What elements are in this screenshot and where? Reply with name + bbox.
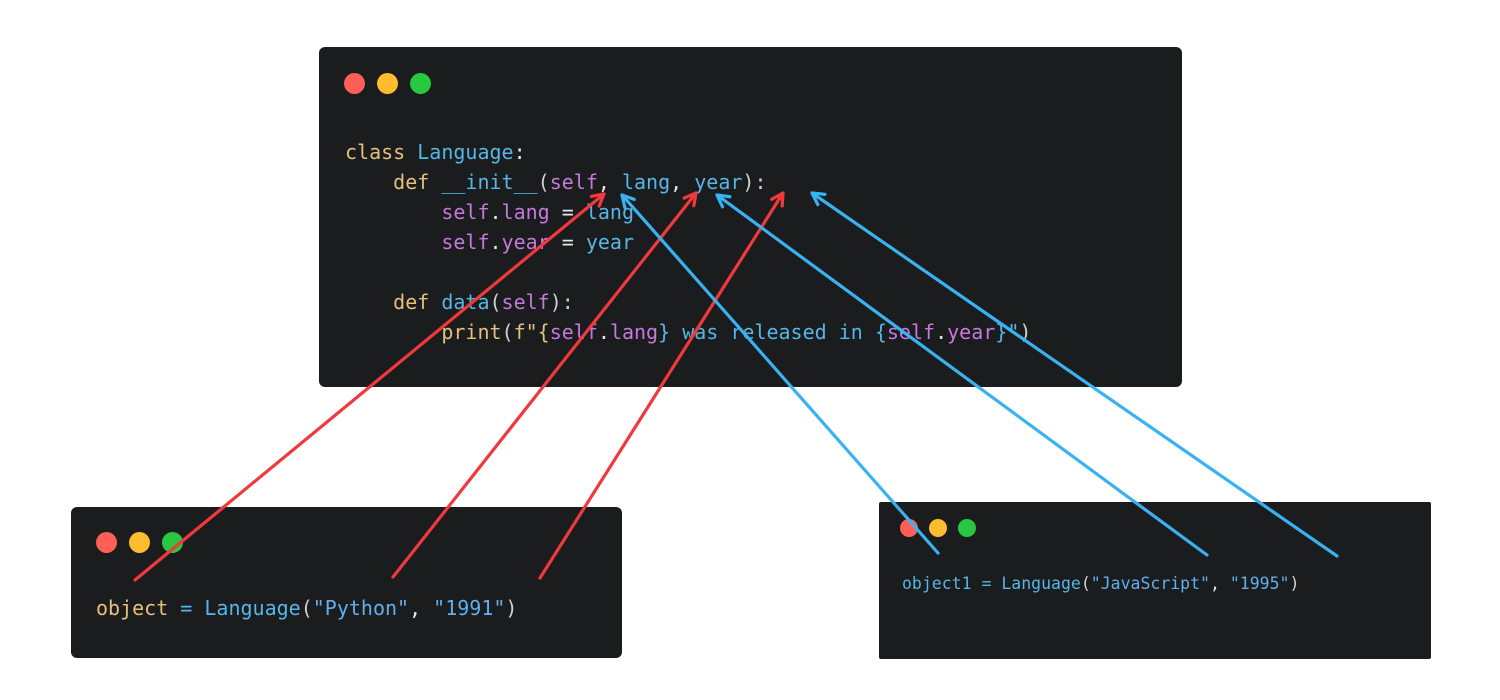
close-dot-icon <box>344 73 365 94</box>
code-token: ( <box>1080 574 1091 593</box>
code-token: , <box>1210 574 1230 593</box>
code-token: , <box>597 170 622 194</box>
javascript-object-code: object1 = Language("JavaScript", "1995") <box>902 572 1299 596</box>
window-controls <box>344 73 443 94</box>
zoom-dot-icon <box>410 73 431 94</box>
code-token: self <box>549 320 598 344</box>
code-token: ): <box>549 290 574 314</box>
code-token: class <box>345 140 418 164</box>
code-token: object <box>96 596 169 620</box>
code-token: "Python" <box>312 596 410 620</box>
code-token: __init__ <box>441 170 538 194</box>
class-definition-code: class Language: def __init__(self, lang,… <box>345 137 1031 347</box>
code-token: = <box>549 200 586 224</box>
window-controls <box>900 519 987 537</box>
code-token: object1 <box>902 574 972 593</box>
close-dot-icon <box>96 532 117 553</box>
code-token: , <box>409 596 434 620</box>
code-token: = <box>168 596 205 620</box>
zoom-dot-icon <box>958 519 976 537</box>
code-token: ) <box>1019 320 1032 344</box>
minimize-dot-icon <box>129 532 150 553</box>
code-token: lang <box>621 170 671 194</box>
code-token: "1991" <box>433 596 506 620</box>
code-token: ( <box>489 290 502 314</box>
code-token: self <box>441 230 490 254</box>
class-code-window: class Language: def __init__(self, lang,… <box>319 47 1182 387</box>
code-token: self <box>549 170 598 194</box>
code-token <box>345 200 441 224</box>
code-token: }" <box>995 320 1020 344</box>
code-token: year <box>694 170 743 194</box>
code-token: ( <box>300 596 313 620</box>
javascript-object-window: object1 = Language("JavaScript", "1995") <box>879 502 1431 659</box>
code-token: f"{ <box>513 320 550 344</box>
code-token: = <box>971 574 1002 593</box>
close-dot-icon <box>900 519 918 537</box>
code-token: self <box>501 290 550 314</box>
code-token: = <box>549 230 586 254</box>
code-token: self <box>886 320 936 344</box>
code-token: . <box>489 230 502 254</box>
zoom-dot-icon <box>162 532 183 553</box>
code-token: Language <box>204 596 301 620</box>
code-token: , <box>670 170 695 194</box>
code-token: lang <box>609 320 659 344</box>
code-token: ) <box>505 596 518 620</box>
code-token: : <box>513 140 526 164</box>
code-token: ) <box>1289 574 1300 593</box>
code-token: ( <box>501 320 514 344</box>
minimize-dot-icon <box>929 519 947 537</box>
python-object-window: object = Language("Python", "1991") <box>71 507 622 658</box>
code-token: . <box>597 320 610 344</box>
code-token: self <box>441 200 490 224</box>
code-token: Language <box>1001 574 1081 593</box>
code-token <box>345 320 441 344</box>
code-token <box>345 230 441 254</box>
minimize-dot-icon <box>377 73 398 94</box>
code-token: ): <box>742 170 767 194</box>
code-token: year <box>585 230 635 254</box>
code-token: def <box>345 170 442 194</box>
code-token: . <box>489 200 502 224</box>
code-token: "JavaScript" <box>1090 574 1210 593</box>
code-token: } was released in { <box>658 320 887 344</box>
code-token: ( <box>537 170 550 194</box>
window-controls <box>96 532 195 553</box>
code-token: data <box>441 290 490 314</box>
code-token: "1995" <box>1229 574 1290 593</box>
code-token: lang <box>585 200 635 224</box>
code-token: . <box>935 320 948 344</box>
code-token: year <box>501 230 550 254</box>
code-token: print <box>441 320 502 344</box>
code-token: def <box>345 290 442 314</box>
code-token: lang <box>501 200 550 224</box>
code-token: year <box>947 320 996 344</box>
code-token: Language <box>417 140 514 164</box>
python-object-code: object = Language("Python", "1991") <box>96 593 517 623</box>
